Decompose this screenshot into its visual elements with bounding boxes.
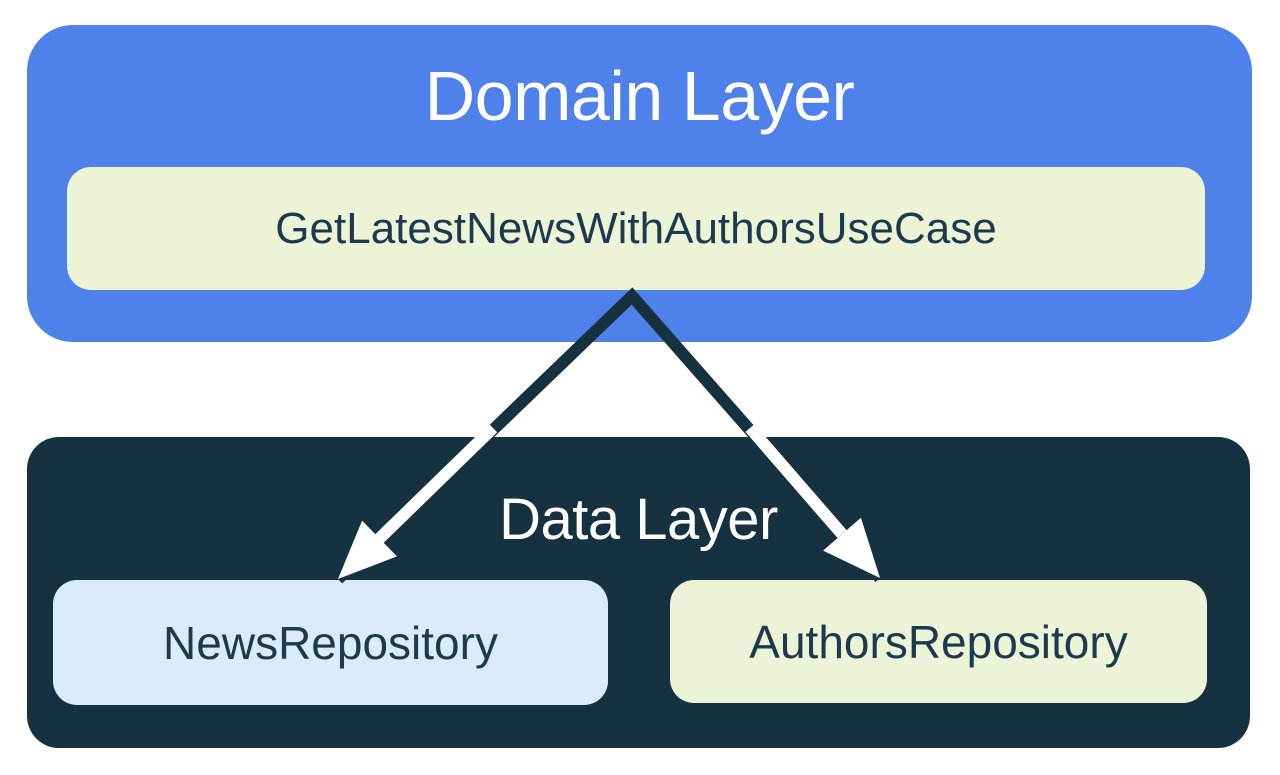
authors-repository-label: AuthorsRepository [749, 615, 1128, 668]
authors-repository-box: AuthorsRepository [670, 580, 1207, 703]
news-repository-box: NewsRepository [53, 580, 608, 705]
news-repository-label: NewsRepository [163, 616, 498, 669]
use-case-box: GetLatestNewsWithAuthorsUseCase [67, 167, 1205, 290]
use-case-label: GetLatestNewsWithAuthorsUseCase [275, 203, 997, 253]
